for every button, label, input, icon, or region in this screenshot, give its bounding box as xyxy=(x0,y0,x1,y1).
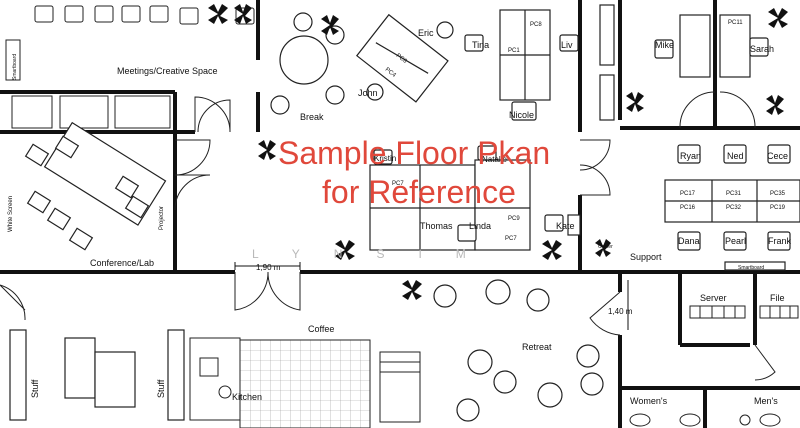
smartboard-label-right: Smartboard xyxy=(738,265,764,271)
stuff-furniture xyxy=(9,329,185,421)
retreat-chairs xyxy=(433,279,604,422)
person-pearl: Pearl xyxy=(725,236,746,246)
room-label-kitchen: Kitchen xyxy=(232,392,262,402)
room-label-stuff-left: Stuff xyxy=(30,379,40,398)
pc-label-pc32: PC32 xyxy=(726,205,742,211)
pc-label-pc7a: PC7 xyxy=(392,181,404,187)
watermark-line-1: Sample Floor Pkan xyxy=(278,135,550,171)
watermark-faint: LYNSIM xyxy=(252,247,500,261)
plant-icon xyxy=(402,280,422,300)
desk-block-center xyxy=(464,4,615,121)
room-label-server: Server xyxy=(700,293,727,303)
pc-label-pc31: PC31 xyxy=(726,191,742,197)
break-table xyxy=(270,12,345,115)
room-label-womens: Women's xyxy=(630,396,668,406)
person-sarah: Sarah xyxy=(750,44,774,54)
person-kate: Kate xyxy=(556,221,575,231)
watermark: LYNSIM Sample Floor Pkan for Reference xyxy=(252,135,550,261)
person-john: John xyxy=(358,88,378,98)
room-labels: Meetings/Creative Space Break Conference… xyxy=(30,66,785,406)
equipment-labels: White Screen Projector Smartboard Smartb… xyxy=(8,54,764,316)
plant-icon xyxy=(626,92,644,112)
pc-label-pc19: PC19 xyxy=(770,205,786,211)
coffee-counter xyxy=(379,351,421,423)
room-label-retreat: Retreat xyxy=(522,342,552,352)
copier-label: Copier xyxy=(598,244,613,250)
dimension-hall: 1,90 m xyxy=(256,263,281,272)
doors xyxy=(0,91,776,381)
room-label-break: Break xyxy=(300,112,324,122)
person-kristin: Kristin xyxy=(374,154,396,163)
plant-icon xyxy=(766,95,784,115)
pc-label-pc17: PC17 xyxy=(680,191,696,197)
meeting-cabinets xyxy=(11,95,171,129)
smartboard-label-left: Smartboard xyxy=(12,54,18,80)
person-eric: Eric xyxy=(418,28,434,38)
person-thomas: Thomas xyxy=(420,221,453,231)
room-label-support: Support xyxy=(630,252,662,262)
person-liv: Liv xyxy=(561,40,573,50)
white-screen-label: White Screen xyxy=(8,196,14,232)
pc-label-pc1: PC1 xyxy=(508,48,520,54)
person-tina: Tina xyxy=(472,40,489,50)
conference-table xyxy=(24,121,167,251)
pc-label-pc35: PC35 xyxy=(770,191,786,197)
person-frank: Frank xyxy=(768,236,792,246)
person-ryan: Ryan xyxy=(680,151,701,161)
watermark-line-2: for Reference xyxy=(322,174,516,210)
plant-icon xyxy=(258,140,276,160)
cluster-desks-a xyxy=(355,13,454,103)
person-dana: Dana xyxy=(678,236,700,246)
offices-top-right xyxy=(654,14,769,78)
person-nicole: Nicole xyxy=(509,110,534,120)
person-ned: Ned xyxy=(727,151,744,161)
room-label-file: File xyxy=(770,293,785,303)
room-label-mens: Men's xyxy=(754,396,778,406)
plant-icon xyxy=(335,240,355,260)
person-mike: Mike xyxy=(655,40,674,50)
dimension-side: 1,40 m xyxy=(608,307,633,316)
desk-block-middle xyxy=(369,145,581,251)
person-linda: Linda xyxy=(469,221,491,231)
room-label-conference: Conference/Lab xyxy=(90,258,154,268)
plant-icon xyxy=(595,239,611,257)
pc-label-pc9: PC9 xyxy=(508,216,520,222)
restroom-fixtures xyxy=(629,413,781,427)
server-racks xyxy=(689,305,799,319)
support-desks xyxy=(664,144,800,271)
room-label-stuff-right: Stuff xyxy=(156,379,166,398)
pc-label-pc16: PC16 xyxy=(680,205,696,211)
room-label-meetings: Meetings/Creative Space xyxy=(117,66,218,76)
plant-icon xyxy=(321,15,339,35)
person-cece: Cece xyxy=(767,151,788,161)
plant-icon xyxy=(234,4,252,24)
plant-icon xyxy=(542,240,562,260)
plant-icon xyxy=(208,4,228,24)
people-labels: Eric John Tina Liv Nicole Mike Sarah Kri… xyxy=(358,28,792,246)
plants xyxy=(208,4,788,300)
pc-label-pc11: PC11 xyxy=(728,20,743,26)
pc-label-pc8: PC8 xyxy=(530,22,542,28)
person-natalie: Natalie xyxy=(482,155,507,164)
dimensions xyxy=(234,262,629,330)
projector-label: Projector xyxy=(159,206,165,230)
room-label-coffee: Coffee xyxy=(308,324,334,334)
pc-label-pc7b: PC7 xyxy=(505,236,517,242)
plant-icon xyxy=(768,8,788,28)
kitchen xyxy=(189,337,371,428)
